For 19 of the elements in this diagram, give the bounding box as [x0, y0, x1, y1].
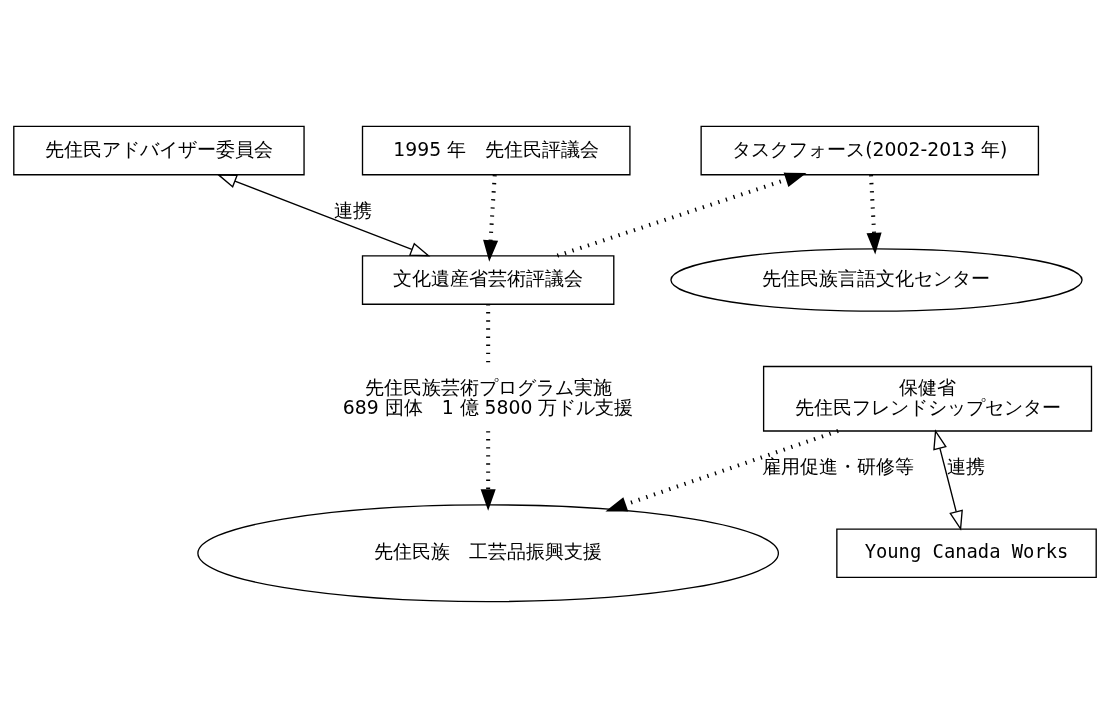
arrow: [480, 430, 496, 511]
node-box: 文化遺産省芸術評議会: [361, 254, 615, 305]
arrow: [605, 428, 839, 511]
node-ellipse: 先住民族 工芸品振興支援: [197, 503, 780, 602]
node-ellipse: 先住民族言語文化センター: [670, 247, 1083, 312]
arrow: [933, 428, 963, 531]
arrow: [216, 173, 431, 256]
edge-label: 雇用促進・研修等: [762, 455, 915, 477]
node-box: タスクフォース(2002-2013 年): [700, 125, 1040, 175]
edge-label: 連携: [334, 199, 373, 221]
arrow: [556, 172, 807, 258]
edge-label: 連携: [946, 455, 985, 477]
arrow: [483, 174, 499, 262]
node-box: Young Canada Works: [836, 527, 1097, 578]
node-box: 1995 年 先住民評議会: [361, 125, 631, 175]
node-text: 先住民族芸術プログラム実施 689 団体 1 億 5800 万ドル支援: [342, 376, 634, 418]
arrow: [866, 174, 882, 254]
node-box: 先住民アドバイザー委員会: [13, 125, 305, 175]
node-box: 保健省 先住民フレンドシップセンター: [762, 365, 1093, 432]
